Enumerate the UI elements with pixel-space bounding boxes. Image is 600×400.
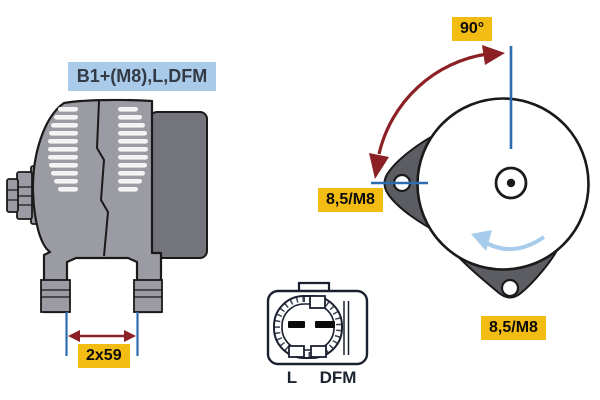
fin-slot (48, 155, 78, 160)
mounting-feet (40, 279, 163, 313)
housing-seam (95, 100, 110, 257)
fin-slot (118, 131, 147, 136)
fin-slot (118, 187, 138, 192)
dimension-arrowhead-left (68, 330, 80, 342)
angle-arrowhead-bottom (369, 153, 389, 179)
fin-slot (118, 155, 148, 160)
fin-slot (49, 163, 78, 168)
connector-boot-outer (273, 295, 343, 359)
rotation-arrow-arc (481, 235, 546, 252)
bottom-hole-label: 8,5/M8 (481, 316, 546, 340)
span-dimension (65, 312, 139, 356)
fin-slot (118, 107, 138, 112)
pulley-ribs (7, 186, 32, 206)
connector-pinout (266, 281, 369, 366)
fin-slot (48, 139, 78, 144)
fin-slot (48, 147, 78, 152)
fin-slot (118, 171, 145, 176)
alternator-body (31, 98, 163, 314)
span-dimension-label: 2x59 (78, 344, 130, 368)
fin-slot (51, 171, 78, 176)
cooling-fins-right (118, 107, 148, 192)
fin-slot (118, 115, 142, 120)
fin-slot (118, 147, 148, 152)
bottom-mount-hole (500, 278, 520, 298)
alternator-front-view (369, 45, 590, 299)
shaft-center-dot (506, 178, 516, 188)
connector-boot-hatch (275, 297, 341, 357)
extension-lines (65, 312, 139, 356)
connector-right-ridge (343, 301, 350, 355)
fin-slot (54, 115, 78, 120)
keying-lug-bottom-right (310, 345, 327, 358)
keying-lug-bottom-left (288, 345, 305, 358)
rear-housing (149, 111, 208, 259)
fin-slot (118, 139, 148, 144)
alternator-side-view (6, 98, 208, 314)
terminal-label: B1+(M8),L,DFM (68, 62, 216, 91)
fin-slot (118, 179, 142, 184)
fin-slot (118, 123, 145, 128)
pin-label-l: L (286, 368, 298, 387)
pin-label-dfm: DFM (319, 368, 357, 387)
angle-arc (377, 52, 488, 155)
pin-l (288, 321, 305, 328)
cooling-fins-left (48, 107, 78, 192)
fin-slot (58, 187, 78, 192)
rotation-arrowhead (471, 230, 492, 251)
fin-slot (51, 123, 78, 128)
keying-lug-top (309, 295, 326, 309)
fin-slot (118, 163, 147, 168)
pulley-step (6, 178, 19, 213)
fin-slot (54, 179, 78, 184)
left-hole-label: 8,5/M8 (318, 188, 383, 212)
foot-plate-lines (41, 289, 162, 298)
foot-plate (133, 279, 163, 313)
connector-top-tab (297, 281, 331, 291)
foot-plate (40, 279, 71, 313)
dimension-arrowhead-right (124, 330, 136, 342)
pin-dfm (315, 321, 335, 328)
fin-slot (58, 107, 78, 112)
angle-arrowhead-top (482, 45, 505, 65)
fin-slot (49, 131, 78, 136)
angle-label: 90° (452, 17, 493, 41)
